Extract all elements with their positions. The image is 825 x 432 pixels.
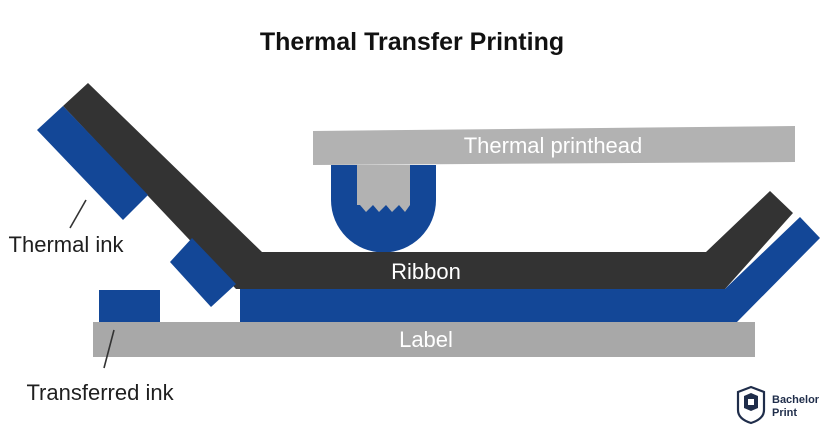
thermal-ink-label: Thermal ink bbox=[9, 232, 125, 257]
printhead-label: Thermal printhead bbox=[464, 133, 643, 158]
heating-element-core bbox=[357, 165, 410, 212]
thermal-ink-segment-lower bbox=[170, 238, 236, 307]
brand-line-1: Bachelor bbox=[772, 394, 820, 406]
brand-logo-mark bbox=[744, 393, 758, 411]
thermal-ink-leader bbox=[69, 199, 87, 229]
transferred-ink-block bbox=[99, 290, 160, 322]
printhead-bar bbox=[313, 126, 795, 165]
brand-line-2: Print bbox=[772, 407, 797, 419]
thermal-ink-segment-upper bbox=[37, 106, 148, 220]
transferred-ink-label: Transferred ink bbox=[26, 380, 174, 405]
brand-logo: Bachelor Print bbox=[736, 385, 820, 425]
ribbon-band bbox=[63, 83, 793, 289]
ink-layer-bottom bbox=[240, 217, 820, 322]
transferred-ink-leader bbox=[103, 329, 115, 369]
brand-logo-icon bbox=[736, 385, 766, 425]
label-label: Label bbox=[399, 327, 453, 352]
ribbon-label: Ribbon bbox=[391, 259, 461, 284]
label-base bbox=[93, 322, 755, 357]
diagram-title: Thermal Transfer Printing bbox=[260, 28, 564, 56]
